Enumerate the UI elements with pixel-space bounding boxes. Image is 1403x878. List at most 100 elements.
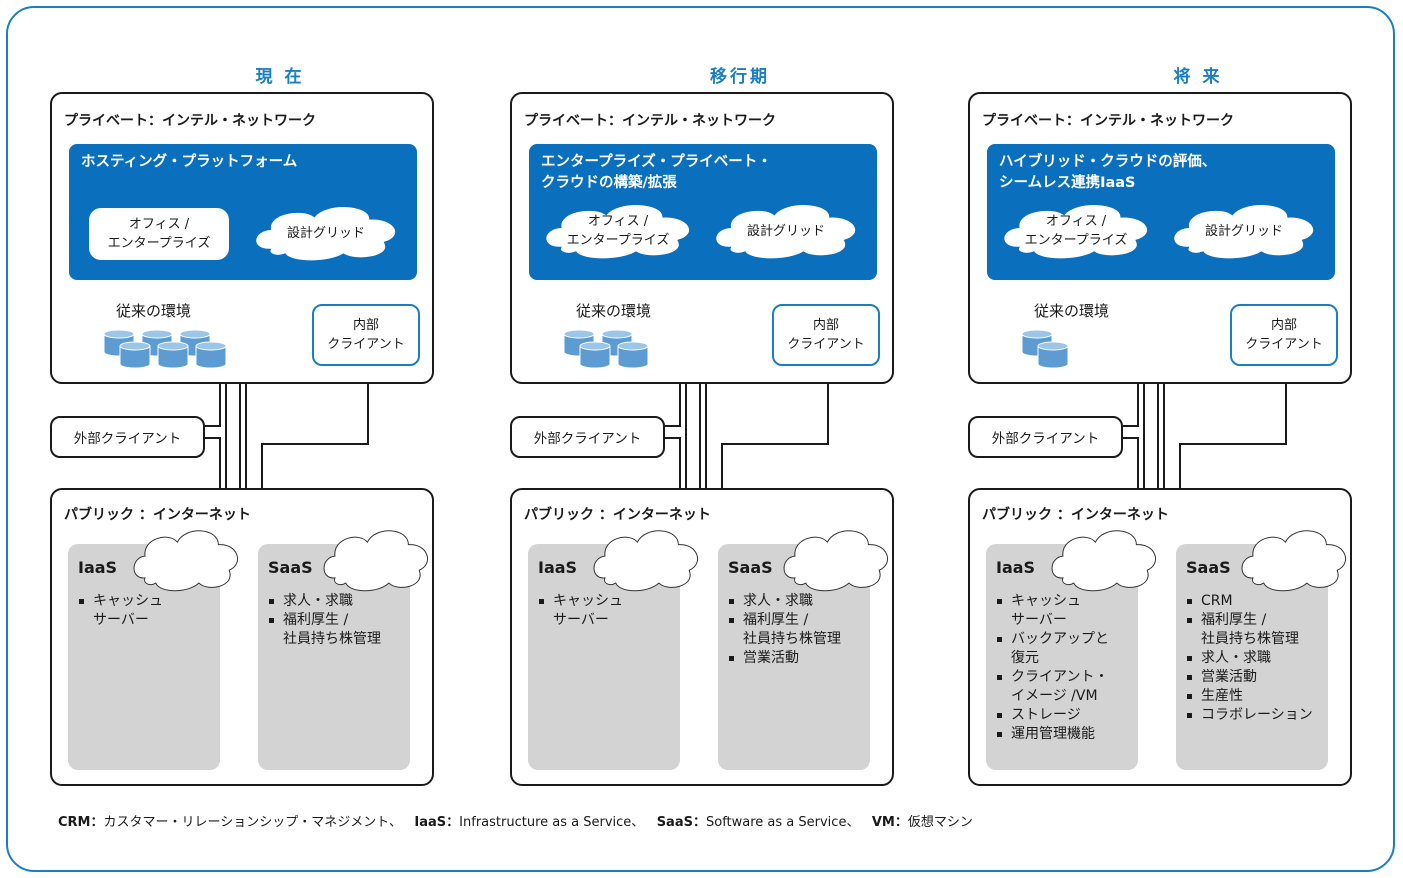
internal-client-box: 内部 クライアント [312,304,420,366]
external-client-box: 外部クライアント [968,416,1123,458]
cloud-icon [715,204,857,260]
iaas-name: IaaS [538,558,578,577]
iaas-list: キャッシュ サーバー [78,592,163,630]
cloud-icon [545,204,690,260]
private-network-box: プライベート：インテル・ネットワークハイブリッド・クラウドの評価、 シームレス連… [968,92,1352,384]
network-link [1123,437,1139,488]
platform-title: ハイブリッド・クラウドの評価、 シームレス連携IaaS [999,154,1217,191]
footnote-item: VM：仮想マシン [871,815,973,830]
service-item: キャッシュ サーバー [538,592,623,630]
network-link [665,437,681,488]
footnote: CRM：カスタマー・リレーションシップ・マネジメント、 IaaS：Infrast… [58,811,973,830]
legacy-database-icons [1021,329,1069,369]
footnote-item: IaaS：Infrastructure as a Service、 [414,815,645,830]
public-network-title: パブリック ：インターネット [64,507,251,523]
saas-list: 求人・求職福利厚生 / 社員持ち株管理 [268,592,381,649]
iaas-name: IaaS [996,558,1036,577]
service-item: 求人・求職 [1186,649,1313,668]
internal-client-box: 内部 クライアント [1230,304,1338,366]
database-icon [157,341,189,369]
database-icon [119,341,151,369]
cloud-icon [1003,204,1148,260]
legacy-database-icons [103,329,227,369]
office-enterprise-cloud: オフィス / エンタープライズ [1001,202,1151,260]
database-icon [617,341,649,369]
service-item: コラボレーション [1186,706,1313,725]
design-grid-cloud: 設計グリッド [713,202,859,260]
design-grid-label: 設計グリッド [746,223,825,239]
service-item: 求人・求職 [728,592,841,611]
service-item: 運用管理機能 [996,725,1109,744]
legacy-environment-label: 従来の環境 [116,302,192,320]
legacy-environment-label: 従来の環境 [576,302,652,320]
private-network-title: プライベート：インテル・ネットワーク [982,113,1234,129]
cloud-icon [1051,530,1157,592]
internal-client-label: 内部 クライアント [327,318,405,352]
cloud-icon [133,530,239,592]
platform-box: エンタープライズ・プライベート・ クラウドの構築/拡張オフィス / エンタープラ… [529,144,877,280]
phase-title: 現 在 [255,67,305,87]
database-icon [1037,341,1069,369]
saas-name: SaaS [728,558,773,577]
service-item: 生産性 [1186,687,1313,706]
cloud-icon [323,530,429,592]
service-item: バックアップと 復元 [996,630,1109,668]
database-icon [579,341,611,369]
service-item: キャッシュ サーバー [996,592,1109,630]
internal-client-label: 内部 クライアント [787,318,865,352]
cloud-icon [255,206,397,262]
external-client-box: 外部クライアント [510,416,665,458]
office-enterprise-box: オフィス / エンタープライズ [89,208,229,260]
internal-client-label: 内部 クライアント [1245,318,1323,352]
private-network-title: プライベート：インテル・ネットワーク [524,113,776,129]
office-enterprise-label: オフィス / エンタープライズ [1024,214,1128,248]
cloud-icon [593,530,699,592]
cloud-icon [783,530,889,592]
office-enterprise-cloud: オフィス / エンタープライズ [543,202,693,260]
service-item: ストレージ [996,706,1109,725]
saas-list: 求人・求職福利厚生 / 社員持ち株管理営業活動 [728,592,841,668]
phase-title: 移行期 [710,67,770,87]
phase-column-transition: 移行期プライベート：インテル・ネットワークエンタープライズ・プライベート・ クラ… [510,0,970,800]
legacy-database-icons [563,329,649,369]
service-item: 営業活動 [1186,668,1313,687]
footnote-item: CRM：カスタマー・リレーションシップ・マネジメント、 [58,815,402,830]
outer-frame [6,6,1395,872]
service-item: キャッシュ サーバー [78,592,163,630]
design-grid-cloud: 設計グリッド [1171,202,1317,260]
saas-name: SaaS [268,558,313,577]
phase-title: 将 来 [1173,67,1223,87]
service-item: クライアント・ イメージ /VM [996,668,1109,706]
service-item: 福利厚生 / 社員持ち株管理 [268,611,381,649]
private-network-box: プライベート：インテル・ネットワークエンタープライズ・プライベート・ クラウドの… [510,92,894,384]
iaas-name: IaaS [78,558,118,577]
design-grid-label: 設計グリッド [1204,223,1283,239]
internal-client-box: 内部 クライアント [772,304,880,366]
legacy-environment-label: 従来の環境 [1034,302,1110,320]
design-grid-cloud: 設計グリッド [253,204,399,262]
public-network-title: パブリック ：インターネット [982,507,1169,523]
private-network-box: プライベート：インテル・ネットワークホスティング・プラットフォームオフィス / … [50,92,434,384]
design-grid-label: 設計グリッド [286,225,365,241]
cloud-icon [1241,530,1347,592]
database-icon [195,341,227,369]
external-client-box: 外部クライアント [50,416,205,458]
service-item: 福利厚生 / 社員持ち株管理 [728,611,841,649]
network-link [205,437,221,488]
phase-column-current: 現 在プライベート：インテル・ネットワークホスティング・プラットフォームオフィス… [50,0,510,800]
platform-title: ホスティング・プラットフォーム [81,154,298,170]
office-enterprise-label: オフィス / エンタープライズ [566,214,670,248]
saas-name: SaaS [1186,558,1231,577]
iaas-list: キャッシュ サーバー [538,592,623,630]
phase-column-future: 将 来プライベート：インテル・ネットワークハイブリッド・クラウドの評価、 シーム… [968,0,1403,800]
network-link [205,384,221,427]
network-link [1123,384,1139,427]
footnote-item: SaaS：Software as a Service、 [656,815,860,830]
private-network-title: プライベート：インテル・ネットワーク [64,113,316,129]
service-item: 求人・求職 [268,592,381,611]
network-link [665,384,681,427]
service-item: 福利厚生 / 社員持ち株管理 [1186,611,1313,649]
